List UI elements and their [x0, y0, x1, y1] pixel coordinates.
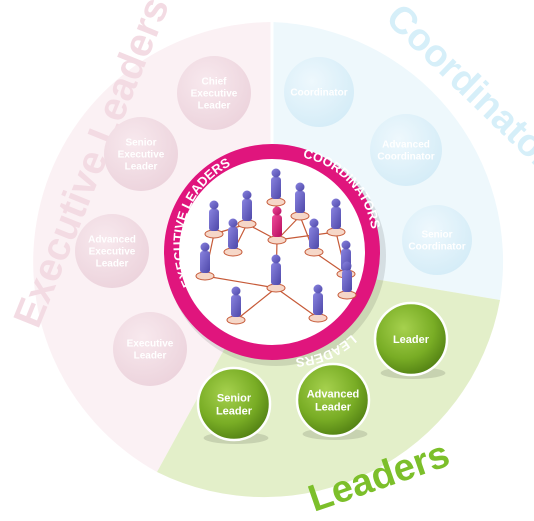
level-label: Coordinator — [290, 88, 347, 99]
person-icon — [204, 200, 224, 239]
level-coordinator[interactable]: Coordinator — [284, 57, 354, 127]
network-link — [235, 287, 277, 321]
level-circle — [373, 301, 449, 377]
network-link — [204, 275, 277, 289]
level-circle — [196, 366, 272, 442]
person-icon — [195, 242, 215, 281]
person-icon — [308, 284, 328, 323]
central-person-icon — [267, 206, 287, 245]
level-circle — [177, 56, 251, 130]
person-icon — [266, 254, 286, 293]
level-circle — [75, 214, 149, 288]
person-icon — [326, 198, 346, 237]
person-icon — [290, 182, 310, 221]
person-icon — [337, 261, 357, 300]
level-leader[interactable]: Leader — [373, 301, 449, 379]
person-icon — [226, 286, 246, 325]
executive-leaders-section — [33, 22, 272, 472]
level-circle — [370, 114, 442, 186]
level-circle — [402, 205, 472, 275]
person-icon — [266, 168, 286, 207]
level-circle — [104, 117, 178, 191]
people-network — [195, 168, 357, 325]
level-circle — [295, 362, 371, 438]
person-icon — [304, 218, 324, 257]
network-link — [276, 231, 337, 241]
level-label: Leader — [393, 334, 430, 346]
person-icon — [237, 190, 257, 229]
network-link — [275, 287, 319, 319]
level-circle — [113, 312, 187, 386]
person-icon — [223, 218, 243, 257]
level-circle — [284, 57, 354, 127]
